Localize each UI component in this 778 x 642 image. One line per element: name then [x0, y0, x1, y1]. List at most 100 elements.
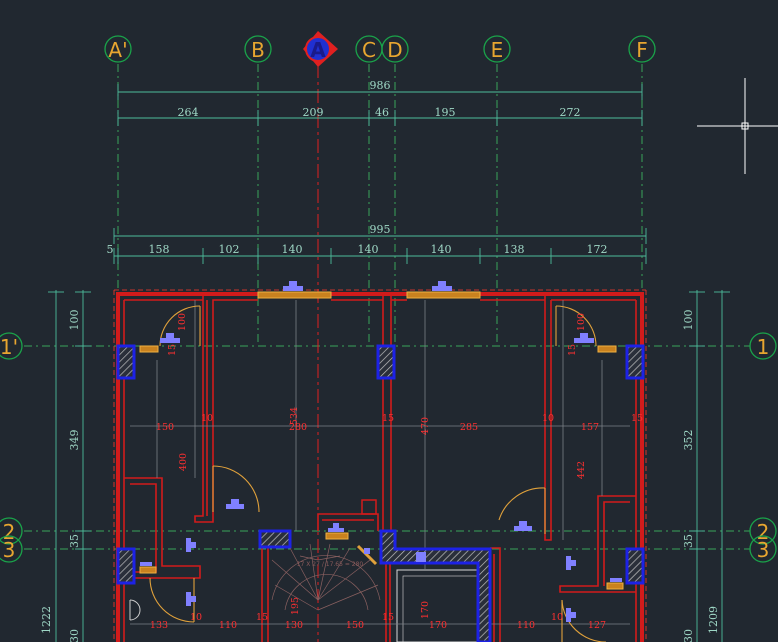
grid-bubble-1-prime[interactable]: 1'	[0, 332, 23, 360]
svg-text:280: 280	[289, 422, 307, 433]
dimension-top-segments[interactable]: 264 209 46 195 272	[117, 106, 643, 126]
svg-text:1222: 1222	[40, 606, 53, 634]
svg-text:150: 150	[156, 422, 174, 433]
fixture-icon	[140, 281, 622, 622]
svg-text:100: 100	[682, 310, 695, 331]
svg-text:138: 138	[504, 243, 525, 256]
grid-bubble-a-prime[interactable]: A'	[104, 35, 132, 63]
spiral-staircase[interactable]: 17 X 27 / 17.65 = 280	[271, 543, 381, 611]
svg-text:2: 2	[3, 520, 16, 544]
svg-text:3: 3	[757, 538, 770, 562]
door-swing-top-right[interactable]	[555, 305, 597, 347]
exterior-walls[interactable]	[113, 289, 647, 642]
svg-text:986: 986	[370, 79, 391, 92]
svg-text:F: F	[636, 38, 648, 62]
svg-text:995: 995	[370, 223, 391, 236]
svg-text:100: 100	[576, 313, 587, 331]
column-c1[interactable]	[376, 344, 396, 380]
grid-bubble-2-left[interactable]: 2	[0, 517, 23, 545]
electrical-fixtures[interactable]	[129, 281, 622, 622]
svg-text:352: 352	[682, 430, 695, 451]
svg-text:15: 15	[382, 413, 394, 424]
svg-text:264: 264	[178, 106, 199, 119]
svg-text:A: A	[310, 38, 326, 62]
column-a3[interactable]	[116, 547, 136, 585]
dimension-second-total[interactable]: 995	[113, 223, 647, 244]
column-f1[interactable]	[625, 344, 645, 380]
grid-bubble-e[interactable]: E	[483, 35, 511, 63]
svg-text:172: 172	[587, 243, 608, 256]
svg-text:195: 195	[435, 106, 456, 119]
grid-bubble-1-right[interactable]: 1	[749, 332, 777, 360]
svg-text:157: 157	[581, 422, 599, 433]
svg-text:400: 400	[178, 453, 189, 471]
door-swing-bottom-left[interactable]	[149, 577, 195, 623]
svg-text:30: 30	[68, 629, 81, 642]
svg-text:100: 100	[68, 310, 81, 331]
crosshair-cursor-icon	[697, 78, 778, 174]
dimension-right-vertical[interactable]: 100 352 35 1209 30	[682, 290, 730, 642]
door-swing-mid-right[interactable]	[498, 487, 546, 521]
svg-text:35: 35	[682, 534, 695, 548]
column-a1[interactable]	[116, 344, 136, 380]
svg-text:100: 100	[177, 313, 188, 331]
svg-text:35: 35	[68, 534, 81, 548]
svg-text:10: 10	[551, 612, 563, 623]
dimension-second-segments[interactable]: 5 158 102 140 140 140 138 172	[107, 243, 647, 264]
svg-text:E: E	[491, 38, 504, 62]
svg-text:130: 130	[285, 620, 303, 631]
door-swing-mid-left[interactable]	[212, 465, 260, 513]
svg-text:15: 15	[382, 612, 394, 623]
section-marker-a[interactable]: A	[303, 31, 338, 67]
column-d2-lshape[interactable]	[379, 529, 492, 642]
svg-text:150: 150	[346, 620, 364, 631]
svg-text:30: 30	[682, 629, 695, 642]
grid-bubble-c[interactable]: C	[355, 35, 383, 63]
column-b2[interactable]	[258, 529, 292, 549]
door-swing-bottom-right[interactable]	[561, 599, 606, 642]
doors[interactable]	[149, 305, 606, 642]
svg-text:A': A'	[108, 38, 127, 62]
grid-bubble-f[interactable]: F	[628, 35, 656, 63]
svg-text:15: 15	[256, 612, 268, 623]
column-f3[interactable]	[625, 547, 645, 585]
svg-text:272: 272	[560, 106, 581, 119]
grid-bubble-2-right[interactable]: 2	[749, 517, 777, 545]
svg-text:195: 195	[290, 597, 301, 615]
window-top-left[interactable]	[257, 291, 332, 299]
svg-text:10: 10	[190, 612, 202, 623]
svg-text:285: 285	[460, 422, 478, 433]
grid-bubble-3-left[interactable]: 3	[0, 535, 23, 563]
grid-bubble-b[interactable]: B	[244, 35, 272, 63]
svg-text:1209: 1209	[707, 606, 720, 634]
svg-text:140: 140	[282, 243, 303, 256]
room-dimension-labels: 150 280 285 157 133 110 130 150 170 110 …	[150, 313, 643, 631]
svg-text:349: 349	[68, 430, 81, 451]
dimension-top-total[interactable]: 986	[117, 79, 643, 100]
svg-text:470: 470	[420, 417, 431, 435]
svg-text:15: 15	[567, 344, 578, 356]
svg-text:10: 10	[201, 413, 213, 424]
svg-text:158: 158	[149, 243, 170, 256]
svg-text:15: 15	[631, 413, 643, 424]
windows[interactable]	[139, 291, 624, 590]
svg-text:D: D	[387, 38, 402, 62]
svg-text:209: 209	[303, 106, 324, 119]
svg-text:10: 10	[542, 413, 554, 424]
dimension-left-vertical[interactable]: 100 349 35 1222 30	[40, 290, 91, 642]
structural-columns[interactable]	[116, 344, 645, 642]
interior-reference-lines	[130, 300, 630, 625]
svg-text:534: 534	[289, 407, 300, 425]
svg-text:B: B	[251, 38, 265, 62]
svg-text:110: 110	[219, 620, 237, 631]
window-top-right[interactable]	[406, 291, 481, 299]
svg-text:133: 133	[150, 620, 168, 631]
svg-text:1': 1'	[0, 335, 18, 359]
svg-text:17 X 27 / 17.65 = 280: 17 X 27 / 17.65 = 280	[297, 561, 364, 568]
grid-bubble-d[interactable]: D	[381, 35, 409, 63]
svg-text:127: 127	[588, 620, 606, 631]
grid-bubble-3-right[interactable]: 3	[749, 535, 777, 563]
svg-text:140: 140	[358, 243, 379, 256]
